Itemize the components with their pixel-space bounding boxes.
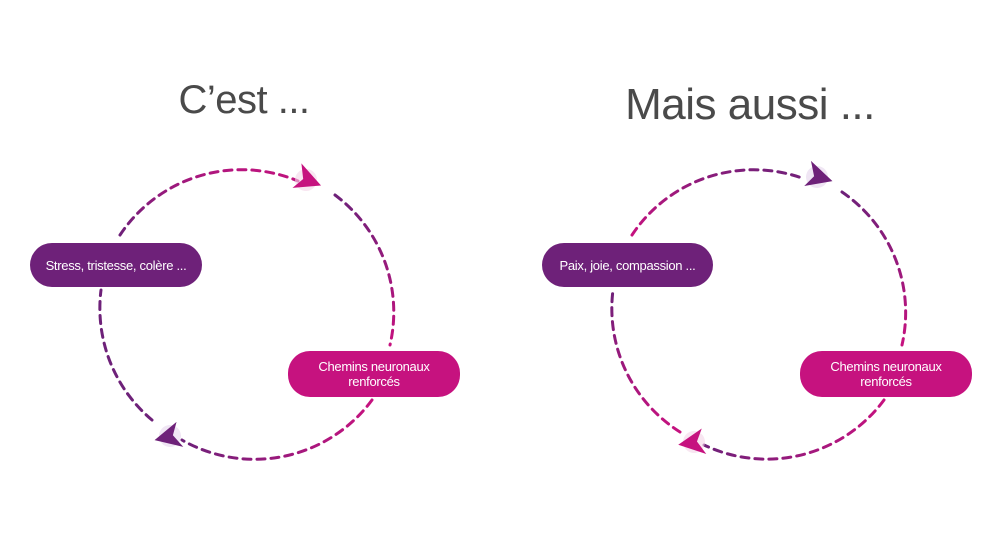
arrowhead-purple-icon bbox=[804, 160, 833, 188]
cycle-arc-bottom bbox=[702, 398, 886, 461]
neural-pathways-pill: Chemins neuronaux renforcés bbox=[288, 351, 460, 397]
panel-title: C’est ... bbox=[178, 78, 310, 122]
cycle-arc-right bbox=[333, 193, 396, 347]
cycle-arc-left bbox=[610, 288, 682, 434]
emotion-pill: Stress, tristesse, colère ... bbox=[30, 243, 202, 287]
arrowhead-purple-icon bbox=[154, 421, 184, 447]
cycle-arc-top bbox=[118, 168, 300, 237]
cycle-arc-right bbox=[840, 190, 908, 347]
cycle-diagram bbox=[98, 163, 396, 461]
cycle-arc-bottom bbox=[180, 398, 374, 461]
cycle-arc-left bbox=[98, 288, 154, 422]
panel-title: Mais aussi ... bbox=[625, 80, 875, 129]
arrowhead-magenta-icon bbox=[292, 163, 322, 191]
arrowhead-magenta-icon bbox=[678, 428, 707, 455]
cycle-diagram bbox=[610, 160, 908, 461]
neural-pathways-pill: Chemins neuronaux renforcés bbox=[800, 351, 972, 397]
emotion-pill: Paix, joie, compassion ... bbox=[542, 243, 713, 287]
cycle-panel-negative: C’est ... Stres bbox=[0, 0, 500, 548]
cycle-panel-positive: Mais aussi ... bbox=[512, 0, 1001, 548]
cycle-arc-top bbox=[630, 168, 804, 237]
